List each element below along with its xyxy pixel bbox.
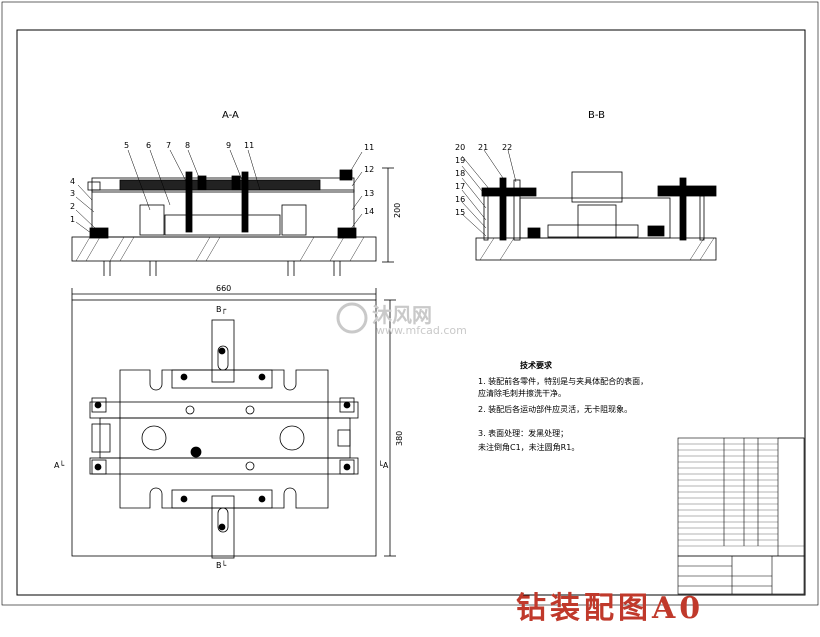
notes-line-1: 1. 装配前各零件，特别是与夹具体配合的表面， — [478, 376, 648, 386]
part-5: 5 — [124, 141, 129, 150]
outer-border — [1, 1, 819, 606]
watermark-logo-icon — [336, 302, 368, 334]
section-b-b: B-B — [475, 110, 717, 261]
part-11-top: 11 — [244, 141, 254, 150]
part-9: 9 — [226, 141, 231, 150]
part-14: 14 — [364, 207, 374, 216]
part-18: 18 — [455, 169, 465, 178]
part-15: 15 — [455, 208, 465, 217]
part-17: 17 — [455, 182, 465, 191]
marker-a-left: A└ — [54, 460, 64, 470]
notes-line-3: 2. 装配后各运动部件应灵活，无卡阻现象。 — [478, 404, 632, 414]
part-2: 2 — [70, 202, 75, 211]
marker-b-top: B┌ — [216, 305, 226, 315]
drawing-frame — [16, 29, 806, 596]
part-4: 4 — [70, 177, 75, 186]
part-12: 12 — [364, 165, 374, 174]
watermark-url: www.mfcad.com — [376, 324, 467, 337]
part-11-right: 11 — [364, 143, 374, 152]
title-banner: 钻装配图A0 — [516, 591, 704, 626]
part-labels-b: 20 19 18 17 16 15 21 22 — [455, 143, 517, 237]
technical-notes: 技术要求 1. 装配前各零件，特别是与夹具体配合的表面， 应清除毛刺并擦洗干净。… — [478, 360, 648, 452]
watermark-cn: 沐风网 — [372, 303, 432, 327]
part-1: 1 — [70, 215, 75, 224]
notes-line-4: 3. 表面处理：发黑处理； — [478, 428, 568, 438]
section-a-title: A-A — [222, 110, 239, 121]
watermark: 沐风网 www.mfcad.com — [336, 302, 467, 337]
part-7: 7 — [166, 141, 171, 150]
part-16: 16 — [455, 195, 465, 204]
marker-b-bottom: B└ — [216, 560, 226, 570]
dim-width-plan: 660 — [216, 284, 231, 293]
notes-title: 技术要求 — [520, 360, 553, 370]
part-20: 20 — [455, 143, 465, 152]
notes-line-2: 应清除毛刺并擦洗干净。 — [478, 388, 566, 398]
part-6: 6 — [146, 141, 151, 150]
part-labels-a: 5 6 7 8 9 11 4 3 2 1 11 12 13 14 — [70, 141, 374, 237]
marker-a-right: └A — [378, 460, 389, 470]
part-22: 22 — [502, 143, 512, 152]
section-b-title: B-B — [588, 110, 605, 121]
notes-line-5: 未注倒角C1，未注圆角R1。 — [478, 442, 579, 452]
part-13: 13 — [364, 189, 374, 198]
dim-height-a: 200 — [393, 203, 402, 218]
plan-view: 660 380 — [71, 284, 404, 559]
section-a-a: A-A 20 — [71, 110, 402, 276]
part-19: 19 — [455, 156, 465, 165]
plan-markers: B┌ B└ A└ └A — [54, 305, 389, 570]
bom-table — [677, 437, 805, 595]
part-21: 21 — [478, 143, 488, 152]
dim-height-plan: 380 — [395, 431, 404, 446]
part-8: 8 — [185, 141, 190, 150]
part-3: 3 — [70, 189, 75, 198]
